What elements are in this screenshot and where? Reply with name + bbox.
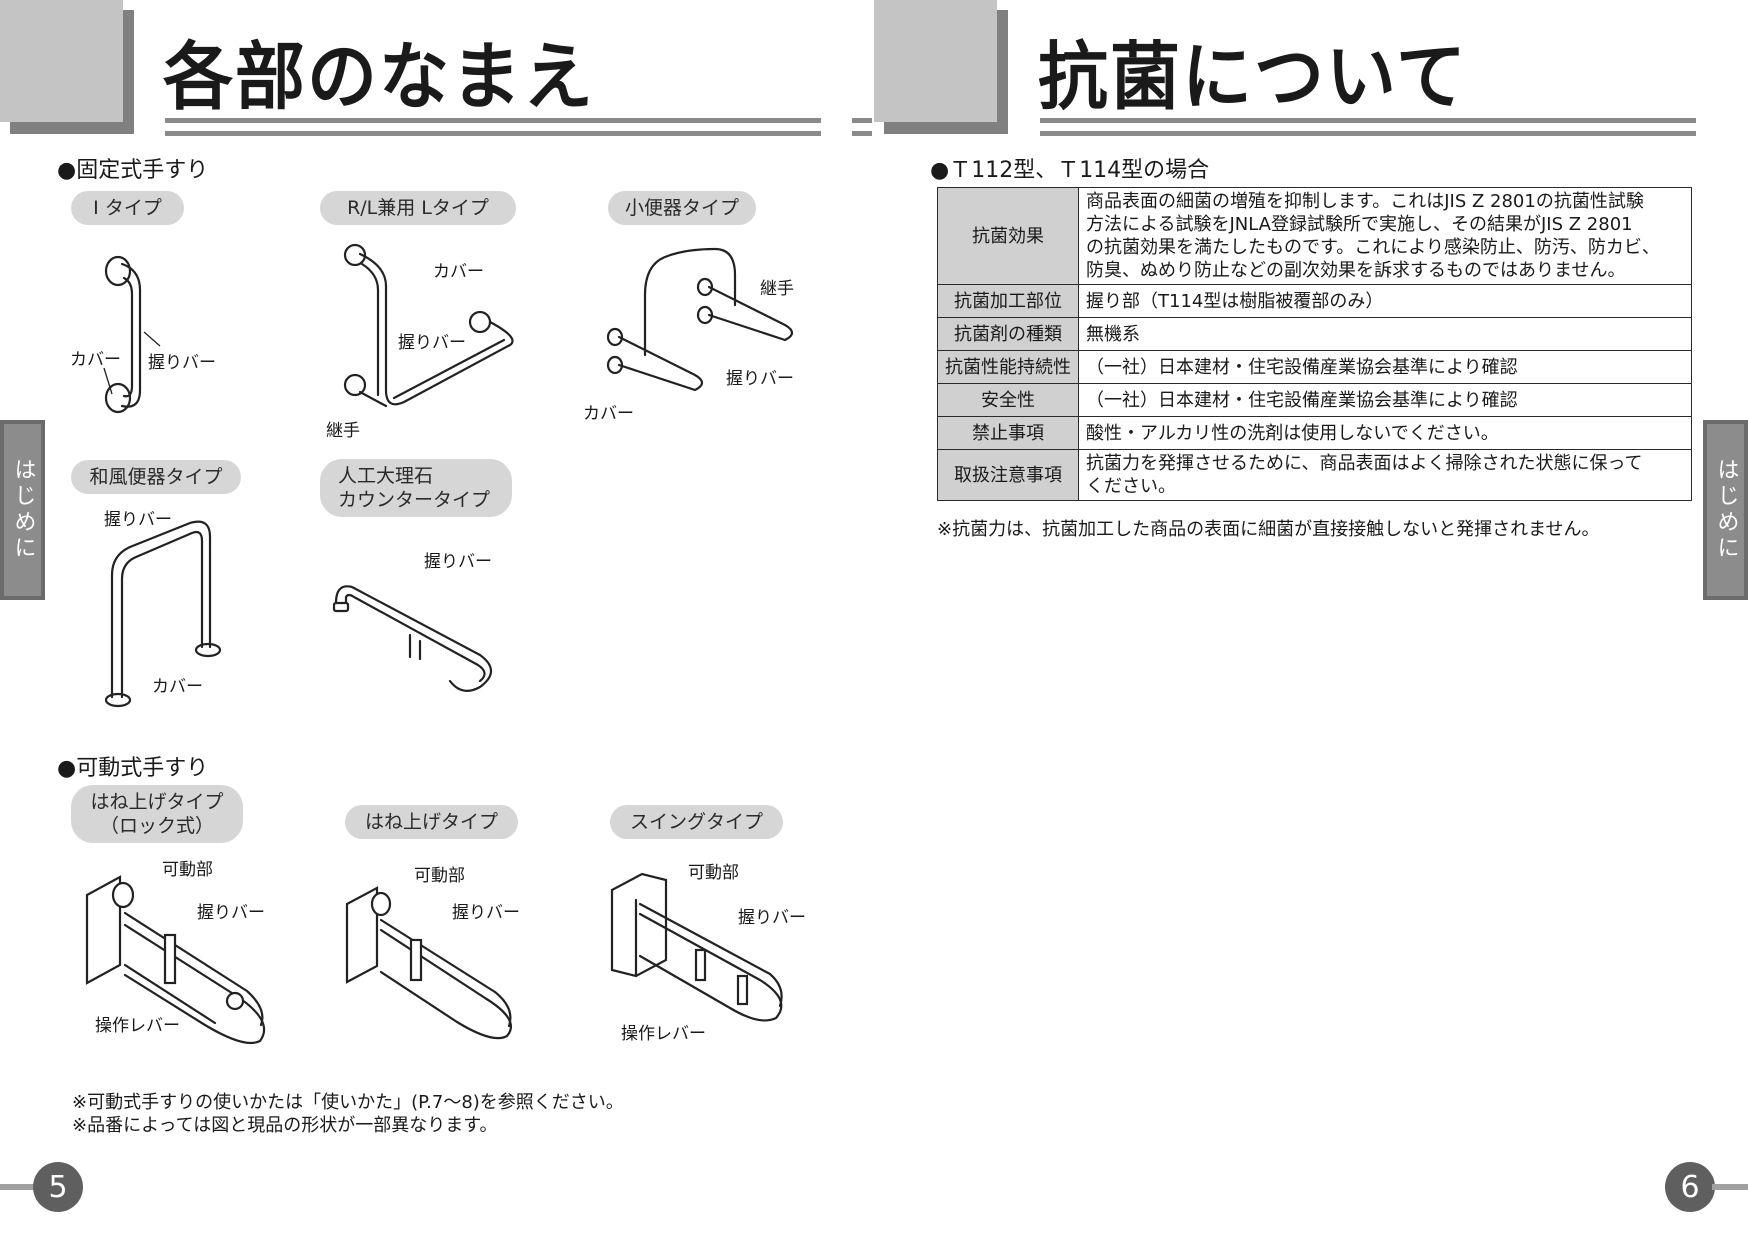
label-grip-bar: 握りバー [148, 353, 216, 373]
table-value: 握り部（T114型は樹脂被覆部のみ） [1078, 284, 1692, 318]
title-block [874, 0, 997, 122]
label-grip-bar: 握りバー [424, 552, 492, 572]
label-movable-part: 可動部 [688, 863, 739, 883]
table-value: （一社）日本建材・住宅設備産業協会基準により確認 [1078, 350, 1692, 384]
page-number-line [1712, 1184, 1748, 1190]
page-number: 6 [1665, 1162, 1715, 1212]
type-label-counter: 人工大理石 カウンタータイプ [320, 459, 512, 517]
label-movable-part: 可動部 [414, 866, 465, 886]
note-shape: ※品番によっては図と現品の形状が一部異なります。 [72, 1115, 498, 1136]
label-cover: カバー [70, 350, 121, 370]
page-title: 抗菌について [1038, 33, 1468, 121]
label-grip-bar: 握りバー [104, 510, 172, 530]
flip-up-handrail-illustration [345, 886, 512, 1040]
section-heading-models: ●Ｔ112型、Ｔ114型の場合 [930, 158, 1210, 183]
page-title: 各部のなまえ [163, 33, 595, 121]
type-label-i: I タイプ [71, 191, 184, 225]
label-grip-bar: 握りバー [452, 903, 520, 923]
table-row: 抗菌加工部位 握り部（T114型は樹脂被覆部のみ） [937, 284, 1692, 318]
label-joint: 継手 [760, 279, 794, 299]
value-line: 方法による試験をJNLA登録試験所で実施し、その結果がJIS Z 2801 [1086, 214, 1633, 235]
flip-up-lock-handrail-illustration [85, 875, 266, 1045]
table-row: 抗菌性能持続性 （一社）日本建材・住宅設備産業協会基準により確認 [937, 350, 1692, 384]
value-line: 商品表面の細菌の増殖を抑制します。これはJIS Z 2801の抗菌性試験 [1086, 191, 1644, 212]
table-key: 禁止事項 [937, 416, 1079, 450]
urinal-type-handrail-illustration [606, 247, 794, 392]
table-key: 取扱注意事項 [937, 449, 1079, 501]
i-type-handrail-illustration [104, 255, 142, 414]
label-cover: カバー [433, 262, 484, 282]
page-number: 5 [33, 1162, 83, 1212]
table-value: 商品表面の細菌の増殖を抑制します。これはJIS Z 2801の抗菌性試験 方法に… [1078, 187, 1692, 285]
label-grip-bar: 握りバー [398, 333, 466, 353]
counter-handrail-illustration [332, 585, 493, 692]
table-key: 安全性 [937, 383, 1079, 417]
title-rule [1040, 131, 1696, 136]
type-label-flip-up-lock-line1: はね上げタイプ [90, 791, 224, 813]
type-label-urinal: 小便器タイプ [608, 191, 756, 225]
label-grip-bar: 握りバー [197, 903, 265, 923]
type-label-japanese-toilet: 和風便器タイプ [71, 460, 241, 494]
l-type-handrail-illustration [343, 243, 514, 408]
type-label-flip-up: はね上げタイプ [345, 805, 518, 839]
section-heading-fixed: ●固定式手すり [57, 158, 209, 183]
table-row: 取扱注意事項 抗菌力を発揮させるために、商品表面はよく掃除された状態に保って く… [937, 449, 1692, 501]
section-heading-movable: ●可動式手すり [57, 756, 209, 781]
japanese-toilet-handrail-illustration [104, 520, 222, 708]
label-grip-bar: 握りバー [726, 369, 794, 389]
table-value: 無機系 [1078, 317, 1692, 351]
type-label-counter-line2: カウンタータイプ [338, 489, 491, 511]
footnote-antibacterial: ※抗菌力は、抗菌加工した商品の表面に細菌が直接接触しないと発揮されません。 [937, 519, 1600, 540]
value-line: ください。 [1086, 476, 1176, 497]
title-rule [165, 131, 821, 136]
antibacterial-spec-table: 抗菌効果 商品表面の細菌の増殖を抑制します。これはJIS Z 2801の抗菌性試… [937, 187, 1692, 501]
table-row: 抗菌剤の種類 無機系 [937, 317, 1692, 351]
table-value: （一社）日本建材・住宅設備産業協会基準により確認 [1078, 383, 1692, 417]
table-value: 抗菌力を発揮させるために、商品表面はよく掃除された状態に保って ください。 [1078, 449, 1692, 501]
title-rule-stub [852, 118, 872, 123]
label-grip-bar: 握りバー [738, 908, 806, 928]
value-line: の抗菌効果を満たしたものです。これにより感染防止、防汚、防カビ、 [1086, 237, 1660, 258]
leader-lines [103, 331, 161, 395]
type-label-flip-up-lock: はね上げタイプ （ロック式） [71, 785, 243, 843]
title-block [0, 0, 123, 122]
label-operation-lever: 操作レバー [95, 1016, 180, 1036]
table-row: 抗菌効果 商品表面の細菌の増殖を抑制します。これはJIS Z 2801の抗菌性試… [937, 187, 1692, 285]
title-rule [1040, 118, 1696, 123]
chapter-tab[interactable]: はじめに [0, 420, 45, 600]
title-rule-stub [852, 131, 872, 136]
value-line: 防臭、ぬめり防止などの副次効果を訴求するものではありません。 [1086, 260, 1626, 281]
note-usage: ※可動式手すりの使いかたは「使いかた」(P.7〜8)を参照ください。 [72, 1092, 624, 1113]
chapter-tab[interactable]: はじめに [1703, 420, 1748, 600]
table-key: 抗菌加工部位 [937, 284, 1079, 318]
label-operation-lever: 操作レバー [621, 1024, 706, 1044]
table-key: 抗菌剤の種類 [937, 317, 1079, 351]
table-row: 禁止事項 酸性・アルカリ性の洗剤は使用しないでください。 [937, 416, 1692, 450]
table-row: 安全性 （一社）日本建材・住宅設備産業協会基準により確認 [937, 383, 1692, 417]
table-key: 抗菌効果 [937, 187, 1079, 285]
table-key: 抗菌性能持続性 [937, 350, 1079, 384]
table-value: 酸性・アルカリ性の洗剤は使用しないでください。 [1078, 416, 1692, 450]
type-label-counter-line1: 人工大理石 [338, 465, 434, 487]
label-movable-part: 可動部 [162, 860, 213, 880]
label-cover: カバー [152, 677, 203, 697]
page-number-line [0, 1184, 40, 1190]
label-cover: カバー [583, 404, 634, 424]
value-line: 抗菌力を発揮させるために、商品表面はよく掃除された状態に保って [1086, 453, 1643, 474]
type-label-swing: スイングタイプ [610, 805, 783, 839]
label-joint: 継手 [326, 421, 360, 441]
type-label-flip-up-lock-line2: （ロック式） [99, 815, 214, 837]
swing-handrail-illustration [610, 872, 783, 1022]
title-rule [165, 118, 821, 123]
type-label-l: R/L兼用 Lタイプ [320, 191, 516, 225]
